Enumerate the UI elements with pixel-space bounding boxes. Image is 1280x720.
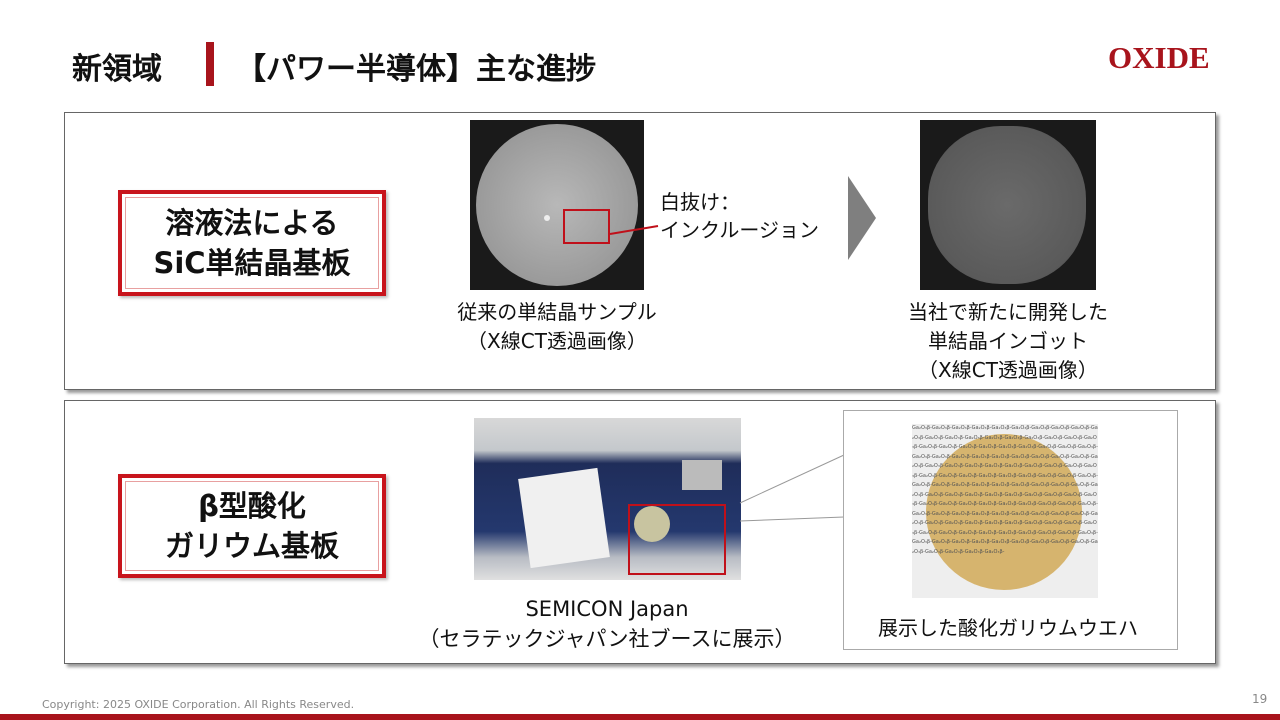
semicon-booth-photo [474,418,741,580]
bottom-bar [0,714,1280,720]
inclusion-highlight [563,209,610,244]
annotation-line-text: 白抜け： [660,190,740,214]
ga2o3-label: β型酸化 ガリウム基板 [118,474,386,578]
new-ingot-ct-image [920,120,1096,290]
caption-line: SEMICON Japan [525,597,689,621]
wafer-caption: 展示した酸化ガリウムウエハ [878,616,1138,640]
oxide-logo: OXIDE [1108,40,1210,75]
caption-line: 当社で新たに開発した [908,300,1108,324]
caption-line: 従来の単結晶サンプル [457,300,657,324]
new-ingot-caption: 当社で新たに開発した 単結晶インゴット （X線CT透過画像） [858,298,1158,385]
ga2o3-wafer-image: Ga₂O₃β-Ga₂O₃β-Ga₂O₃β-Ga₂O₃β-Ga₂O₃β-Ga₂O₃… [912,424,1098,598]
annotation-line-text: インクルージョン [660,218,819,242]
sic-label: 溶液法による SiC単結晶基板 [118,190,386,296]
section-title: 新領域 [72,52,162,87]
caption-line: （X線CT透過画像） [918,358,1098,382]
label-line: SiC単結晶基板 [153,246,351,280]
wafer-highlight [628,504,726,575]
caption-line: （X線CT透過画像） [467,329,647,353]
arrow-right-icon [848,176,876,260]
label-line: 溶液法による [165,206,339,240]
conventional-caption: 従来の単結晶サンプル （X線CT透過画像） [407,298,707,356]
copyright: Copyright: 2025 OXIDE Corporation. All R… [42,698,355,711]
inclusion-annotation: 白抜け： インクルージョン [660,188,819,244]
annotation-line [609,225,659,235]
label-line: β型酸化 [198,489,306,523]
label-line: ガリウム基板 [164,529,339,563]
page-number: 19 [1252,692,1268,706]
page-title: 【パワー半導体】主な進捗 [236,52,596,87]
caption-line: 単結晶インゴット [928,329,1088,353]
wafer-disc [926,434,1082,590]
wafer-print: Ga₂O₃β-Ga₂O₃β-Ga₂O₃β-Ga₂O₃β-Ga₂O₃β-Ga₂O₃… [912,425,1098,555]
caption-line: （セラテックジャパン社ブースに展示） [418,627,796,651]
conventional-ct-image [470,120,644,290]
zoom-lines [739,454,845,522]
title-divider [206,42,214,86]
semicon-caption: SEMICON Japan （セラテックジャパン社ブースに展示） [407,594,807,654]
